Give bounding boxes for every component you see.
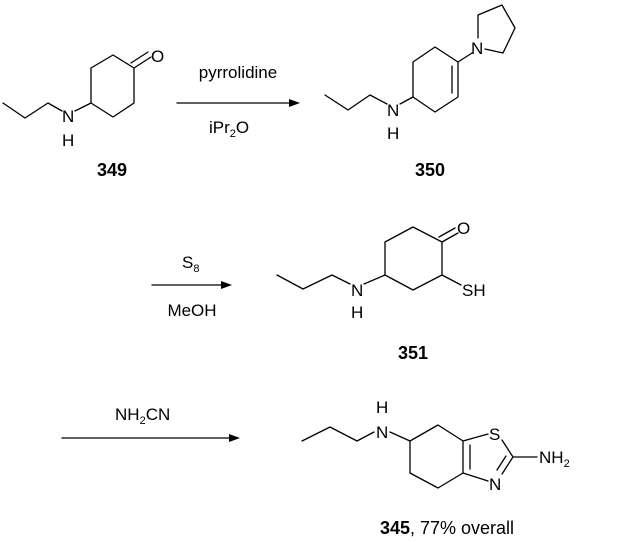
compound-351: N H O SH 351 (276, 219, 486, 363)
atom-o: O (151, 47, 164, 66)
atom-s: S (489, 425, 500, 444)
solvent-meoh: MeOH (167, 301, 216, 320)
reaction-arrow-3: NH2CN (61, 405, 240, 442)
compound-label-345: 345, 77% overall (380, 518, 514, 538)
atom-h: H (62, 131, 74, 150)
atom-n: N (62, 107, 74, 126)
atom-h: H (351, 303, 363, 322)
reaction-arrow-2: S8 MeOH (151, 253, 232, 320)
atom-sh: SH (462, 281, 486, 300)
atom-n-thiazole: N (489, 475, 501, 494)
atom-o: O (457, 219, 470, 238)
compound-349: N H O 349 (2, 47, 164, 180)
atom-h: H (376, 398, 388, 417)
solvent-ipr2o: iPr2O (209, 118, 249, 140)
atom-h: H (387, 124, 399, 143)
atom-n-pyrrolidine: N (471, 39, 483, 58)
compound-label-351: 351 (398, 343, 428, 363)
atom-n: N (351, 281, 363, 300)
compound-345: N H S N NH2 345, 77% overall (301, 398, 570, 538)
reagent-pyrrolidine: pyrrolidine (199, 63, 277, 82)
reagent-cyanamide: NH2CN (115, 405, 170, 427)
atom-nh2: NH2 (539, 448, 570, 470)
compound-label-350: 350 (415, 160, 445, 180)
reagent-s8: S8 (182, 253, 199, 275)
atom-n: N (387, 101, 399, 120)
compound-label-349: 349 (97, 160, 127, 180)
atom-n: N (376, 423, 388, 442)
reaction-arrow-1: pyrrolidine iPr2O (176, 63, 300, 140)
compound-350: N H N 350 (324, 4, 516, 180)
